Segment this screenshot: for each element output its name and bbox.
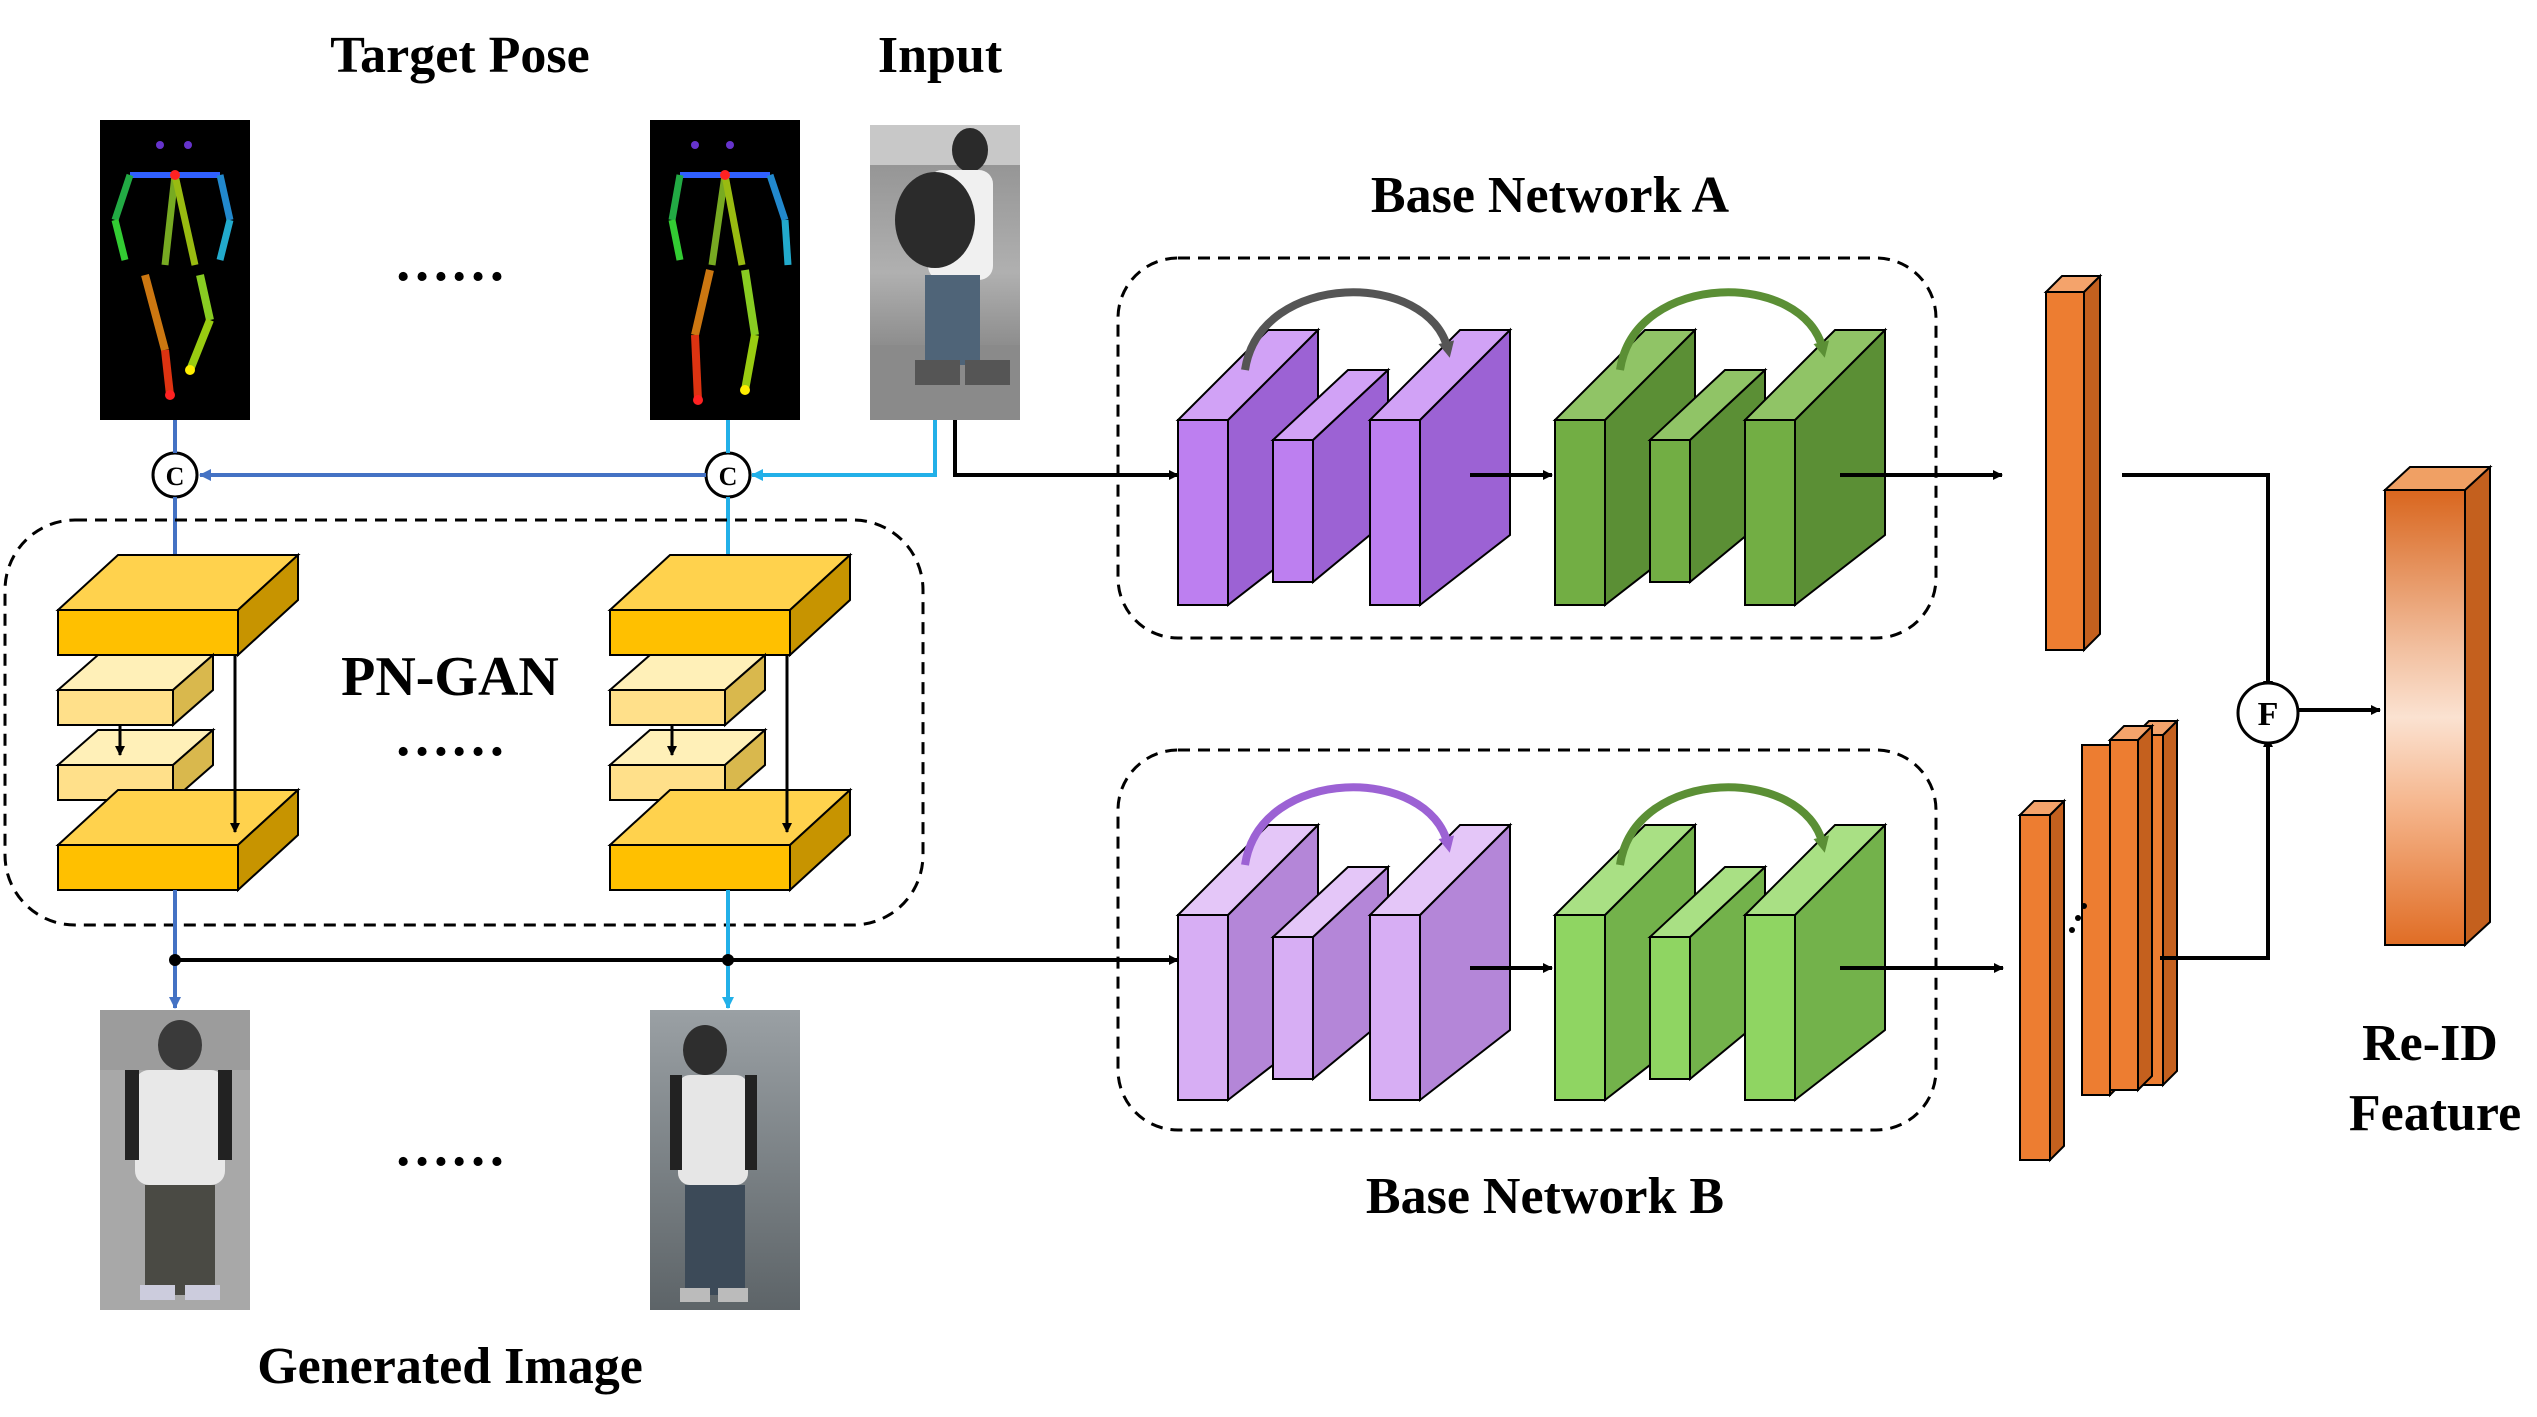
base-network-a-box <box>1116 256 1938 640</box>
network-b-green-stage <box>1552 783 1888 1103</box>
input-to-network-a-arrow <box>953 420 1179 480</box>
reid-feature-label-line1: Re-ID <box>2362 1015 2498 1072</box>
reid-feature-vector <box>2382 464 2493 948</box>
generated-image-label: Generated Image <box>257 1338 643 1395</box>
pose-ellipsis: …… <box>394 231 506 293</box>
pose-skeleton-image-2 <box>650 120 800 420</box>
pn-gan-box <box>3 518 925 927</box>
input-person-image <box>870 125 1020 420</box>
reid-feature-label-line2: Feature <box>2349 1085 2521 1142</box>
feature-vectors-b-stack <box>2017 718 2180 1163</box>
feature-vector-a <box>2043 273 2103 653</box>
input-label: Input <box>878 27 1003 84</box>
concat-symbol-right: C <box>719 462 738 491</box>
generated-person-image-2 <box>650 1010 800 1310</box>
network-b-purple-stage <box>1175 783 1513 1103</box>
network-a-purple-stage <box>1175 288 1513 608</box>
pose-skeleton-image-1 <box>100 120 250 420</box>
fusion-symbol: F <box>2258 696 2279 733</box>
input-to-concat-line <box>751 420 937 481</box>
feature-a-to-fusion-line <box>2122 473 2273 691</box>
feature-b-to-fusion-line <box>2160 737 2273 960</box>
target-pose-label: Target Pose <box>330 27 589 84</box>
base-network-b-label: Base Network B <box>1366 1168 1724 1225</box>
pn-gan-ellipsis: …… <box>394 706 506 768</box>
pn-gan-label: PN-GAN <box>341 646 559 708</box>
network-a-green-stage <box>1552 288 1888 608</box>
fusion-node <box>2236 681 2300 745</box>
concat-symbol-left: C <box>166 462 185 491</box>
base-network-a-label: Base Network A <box>1371 167 1730 224</box>
pn-gan-generator-left <box>55 552 301 893</box>
generated-ellipsis: …… <box>394 1116 506 1178</box>
base-network-b-box <box>1116 748 1938 1132</box>
generated-person-image-1 <box>100 1010 250 1310</box>
pn-gan-generator-right <box>607 552 853 893</box>
